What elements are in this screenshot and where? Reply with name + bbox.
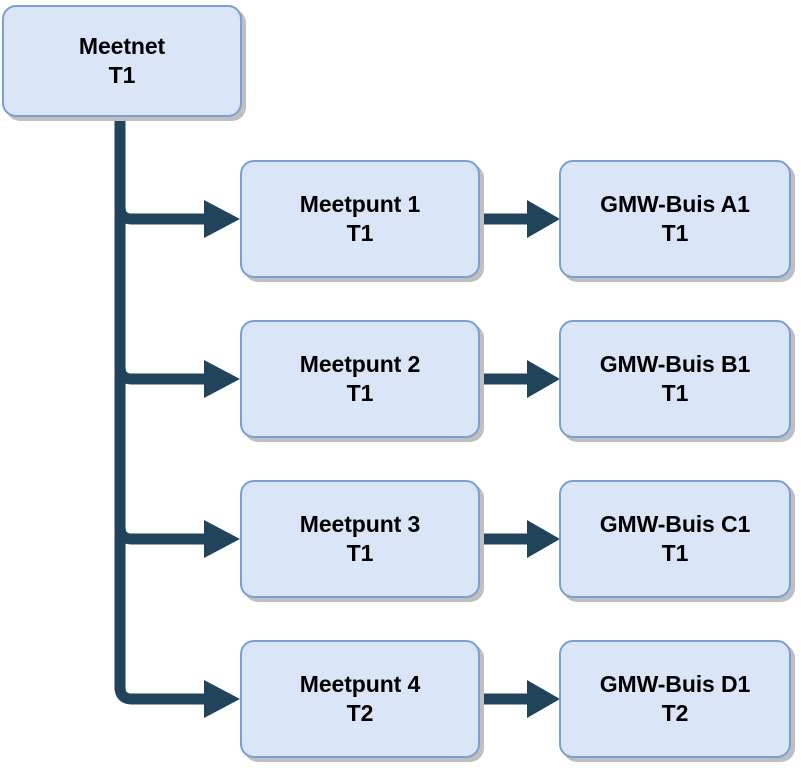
node-gmw-buis-b1[interactable]: GMW-Buis B1 T1 — [559, 320, 791, 438]
edge-meetnet-to-meetpunt-1 — [114, 180, 240, 238]
node-gmw-buis-d1-title: GMW-Buis D1 — [599, 670, 751, 697]
node-meetpunt-4-title: Meetpunt 4 — [299, 670, 421, 697]
node-gmw-buis-d1-subtitle: T2 — [661, 700, 689, 726]
edge-meetpunt-3-to-gmw-buis-c1 — [481, 520, 560, 558]
node-meetpunt-1-title: Meetpunt 1 — [299, 190, 421, 217]
edge-meetnet-to-meetpunt-4 — [114, 660, 240, 718]
node-gmw-buis-a1-subtitle: T1 — [661, 220, 689, 246]
node-gmw-buis-d1[interactable]: GMW-Buis D1 T2 — [559, 640, 791, 758]
node-meetpunt-3-subtitle: T1 — [346, 540, 374, 566]
node-meetpunt-3-title: Meetpunt 3 — [299, 510, 421, 537]
node-gmw-buis-c1-subtitle: T1 — [661, 540, 689, 566]
node-gmw-buis-b1-subtitle: T1 — [661, 380, 689, 406]
node-meetpunt-4-subtitle: T2 — [346, 700, 374, 726]
edge-meetpunt-2-to-gmw-buis-b1 — [481, 360, 560, 398]
edge-meetnet-to-meetpunt-2 — [114, 340, 240, 398]
node-gmw-buis-c1-title: GMW-Buis C1 — [599, 510, 751, 537]
node-meetpunt-2-title: Meetpunt 2 — [299, 350, 421, 377]
node-meetnet-title: Meetnet — [78, 32, 166, 59]
node-meetpunt-2-subtitle: T1 — [346, 380, 374, 406]
node-meetnet-subtitle: T1 — [108, 62, 136, 88]
node-gmw-buis-a1[interactable]: GMW-Buis A1 T1 — [559, 160, 791, 278]
edge-meetnet-to-meetpunt-3 — [114, 500, 240, 558]
node-gmw-buis-a1-title: GMW-Buis A1 — [600, 190, 750, 217]
edge-meetpunt-4-to-gmw-buis-d1 — [481, 680, 560, 718]
node-meetnet[interactable]: Meetnet T1 — [2, 5, 242, 117]
node-meetpunt-1-subtitle: T1 — [346, 220, 374, 246]
edge-meetpunt-1-to-gmw-buis-a1 — [481, 200, 560, 238]
node-meetpunt-4[interactable]: Meetpunt 4 T2 — [240, 640, 480, 758]
node-gmw-buis-c1[interactable]: GMW-Buis C1 T1 — [559, 480, 791, 598]
node-meetpunt-2[interactable]: Meetpunt 2 T1 — [240, 320, 480, 438]
node-meetpunt-3[interactable]: Meetpunt 3 T1 — [240, 480, 480, 598]
node-gmw-buis-b1-title: GMW-Buis B1 — [599, 350, 751, 377]
node-meetpunt-1[interactable]: Meetpunt 1 T1 — [240, 160, 480, 278]
